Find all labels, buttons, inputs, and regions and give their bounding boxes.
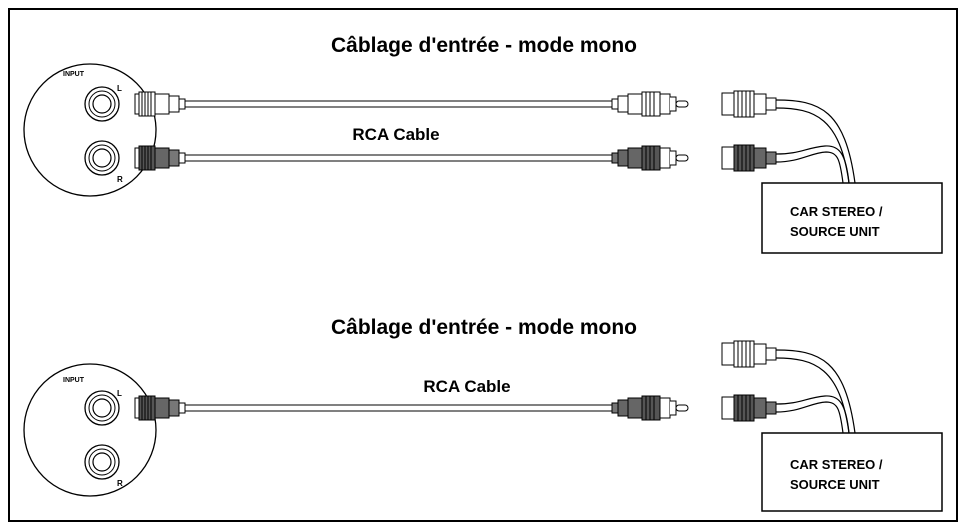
rca-plug-amp-left — [134, 395, 186, 421]
rca-plug-amp-left — [134, 91, 186, 117]
source-wire-left — [775, 349, 856, 434]
rca-cable-left — [184, 100, 613, 108]
source-wire-right — [775, 395, 850, 434]
source-jack-right — [721, 144, 777, 172]
rca-plug-source-left — [611, 91, 689, 117]
left-channel-label: L — [117, 389, 122, 398]
rca-cable — [184, 404, 613, 412]
diagram-title: Câblage d'entrée - mode mono — [331, 34, 637, 57]
diagram-bottom: Câblage d'entrée - mode mono INPUT L R R… — [23, 316, 943, 512]
source-unit-line1: CAR STEREO / — [790, 204, 883, 219]
input-label: INPUT — [63, 71, 85, 78]
rca-plug-source-right — [611, 145, 689, 171]
rca-plug-source — [611, 395, 689, 421]
right-channel-label: R — [117, 175, 123, 184]
source-unit-line2: SOURCE UNIT — [790, 224, 880, 239]
input-label: INPUT — [63, 377, 85, 384]
source-jack-left — [721, 340, 777, 368]
left-channel-label: L — [117, 84, 122, 93]
input-jack-left — [84, 86, 120, 122]
input-jack-right — [84, 140, 120, 176]
source-unit-line1: CAR STEREO / — [790, 457, 883, 472]
source-wire-left — [775, 99, 856, 184]
amplifier-input-panel — [23, 63, 157, 197]
diagram-title: Câblage d'entrée - mode mono — [331, 316, 637, 339]
right-channel-label: R — [117, 479, 123, 488]
rca-cable-right — [184, 154, 613, 162]
source-unit-box — [761, 182, 943, 254]
source-unit-line2: SOURCE UNIT — [790, 477, 880, 492]
source-jack-right — [721, 394, 777, 422]
source-unit-box — [761, 432, 943, 512]
input-jack-left — [84, 390, 120, 426]
diagram-top: Câblage d'entrée - mode mono INPUT L R R… — [23, 34, 943, 254]
source-wire-right — [775, 145, 850, 184]
amplifier-input-panel — [23, 363, 157, 497]
source-jack-left — [721, 90, 777, 118]
rca-plug-amp-right — [134, 145, 186, 171]
rca-cable-label: RCA Cable — [423, 377, 510, 396]
input-jack-right — [84, 444, 120, 480]
rca-cable-label: RCA Cable — [352, 125, 439, 144]
